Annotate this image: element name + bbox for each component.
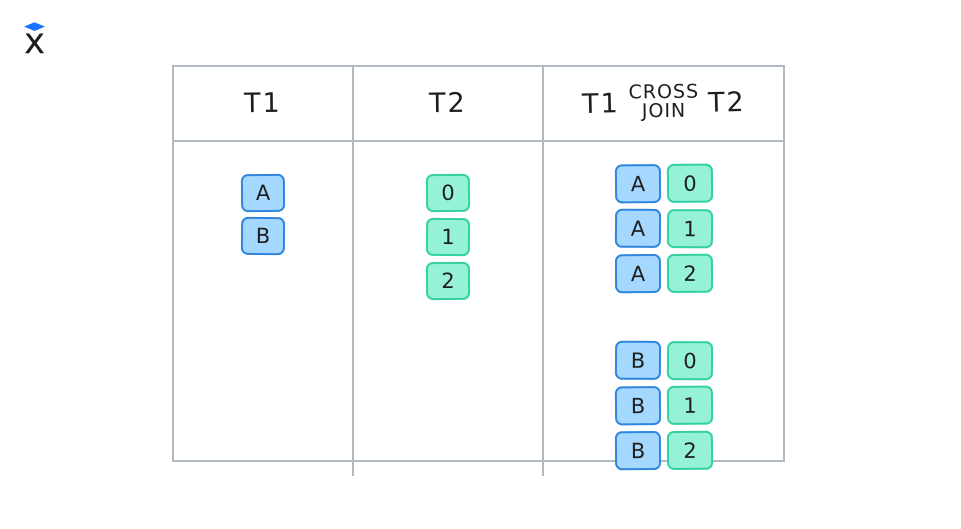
table-cell-t2-values: 0 1 2 <box>354 142 544 476</box>
header-label-t2: T2 <box>428 87 468 120</box>
table-body-row: A B 0 1 2 A 0 <box>174 142 783 476</box>
pair-right-box: 0 <box>666 341 713 381</box>
header-join-left-table: T1 <box>581 88 620 121</box>
pair-right-box: 1 <box>666 385 713 425</box>
pair-left-box: A <box>614 208 661 248</box>
cross-join-pair-row: B 2 <box>614 430 713 471</box>
pair-right-box: 1 <box>666 209 713 249</box>
header-join-operator-line2: JOIN <box>641 100 686 123</box>
header-join-operator: CROSS JOIN <box>628 81 699 123</box>
pair-right-box: 0 <box>666 163 713 203</box>
pair-left-box: A <box>614 254 661 294</box>
table-header-cell-t2: T2 <box>354 67 544 140</box>
t2-value-stack: 0 1 2 <box>425 173 471 306</box>
excalidraw-logo[interactable] <box>18 18 52 56</box>
table-header-row: T1 T2 T1 CROSS JOIN T2 <box>174 67 783 142</box>
t1-value-box: B <box>240 216 286 256</box>
pair-left-box: A <box>614 164 661 204</box>
cross-join-pair-row: B 1 <box>614 385 713 426</box>
table-cell-t1-values: A B <box>174 142 354 476</box>
pair-left-box: B <box>614 431 661 471</box>
pair-right-box: 2 <box>666 430 713 470</box>
t2-value-box: 2 <box>425 261 471 301</box>
header-join-right-table: T2 <box>707 86 746 119</box>
cross-join-group-a: A 0 A 1 A 2 <box>614 163 713 299</box>
pair-right-box: 2 <box>666 253 713 293</box>
cross-join-pair-row: A 2 <box>614 253 713 294</box>
t1-value-stack: A B <box>240 173 286 260</box>
t2-value-box: 1 <box>425 217 471 257</box>
t2-value-box: 0 <box>425 173 471 213</box>
pair-left-box: B <box>614 340 661 380</box>
pair-left-box: B <box>614 386 661 426</box>
logo-mark-icon <box>24 22 45 54</box>
table-header-cell-t1: T1 <box>174 67 354 140</box>
header-label-t1: T1 <box>243 87 283 120</box>
table-cell-cross-join-result: A 0 A 1 A 2 B 0 <box>544 142 783 476</box>
cross-join-group-b: B 0 B 1 B 2 <box>614 340 713 476</box>
cross-join-pair-row: B 0 <box>614 340 713 381</box>
cross-join-pair-row: A 0 <box>614 163 713 204</box>
cross-join-pair-row: A 1 <box>614 208 713 249</box>
t1-value-box: A <box>240 173 286 213</box>
cross-join-table: T1 T2 T1 CROSS JOIN T2 <box>172 65 785 476</box>
table-header-cell-cross-join: T1 CROSS JOIN T2 <box>544 67 783 140</box>
